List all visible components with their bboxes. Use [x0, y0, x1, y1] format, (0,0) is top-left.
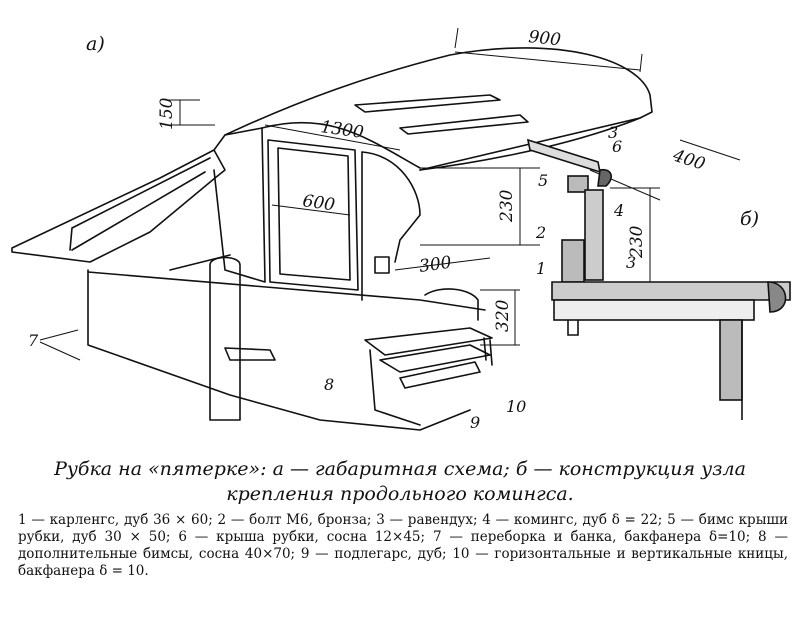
dim-230a: 230	[497, 189, 517, 223]
legend: 1 — карленгс, дуб 36 × 60; 2 — болт М6, …	[18, 512, 788, 580]
callout-8: 8	[324, 375, 334, 394]
callout-5: 5	[538, 171, 548, 190]
cabin-diagram: а) б) 900 150 1300 600 230 300 320 400 2…	[11, 27, 791, 432]
lower-beams	[364, 327, 493, 356]
legend-item: 2 — болт М6, бронза;	[217, 512, 372, 528]
panel-b-label: б)	[740, 208, 759, 230]
dim-320: 320	[493, 299, 513, 332]
dim-1300: 1300	[319, 117, 365, 143]
legend-item: 1 — карленгс, дуб 36 × 60;	[18, 512, 213, 528]
roof-beam	[567, 175, 589, 193]
dim-900: 900	[527, 27, 562, 50]
cabin-roof	[224, 47, 653, 171]
hull-side	[87, 269, 471, 431]
callout-3-top: 3	[608, 123, 618, 142]
roof-batten	[526, 138, 602, 174]
callout-7: 7	[28, 331, 39, 350]
callout-2: 2	[535, 223, 546, 242]
callout-6: 6	[612, 137, 622, 156]
post	[209, 256, 241, 421]
caption-line-2: крепления продольного комингса.	[226, 483, 574, 505]
legend-item: 8 — дополнительные бимсы, сосна 40×70;	[18, 529, 788, 562]
legend-item: 7 — переборка и банка, бакфанера δ=10;	[432, 529, 751, 545]
carlins	[561, 239, 585, 283]
dim-400: 400	[670, 145, 708, 174]
caption-line-1: Рубка на «пятерке»: а — габаритная схема…	[54, 458, 746, 480]
legend-item: 9 — подлегарс, дуб;	[300, 546, 447, 562]
dim-150: 150	[157, 97, 177, 130]
front-bulkhead	[213, 127, 266, 283]
door-frame	[267, 139, 359, 291]
legend-item: 5 — бимс крыши рубки, дуб 30 × 50;	[18, 512, 788, 545]
callout-3-bottom: 3	[626, 253, 636, 272]
callout-10: 10	[506, 397, 526, 416]
dim-300: 300	[418, 253, 453, 277]
dim-600: 600	[301, 191, 336, 215]
callout-1: 1	[536, 259, 546, 278]
coaming	[584, 189, 604, 281]
callout-4: 4	[613, 201, 624, 220]
panel-a-label: а)	[86, 33, 105, 55]
legend-item: 3 — равендух;	[376, 512, 478, 528]
dim-230b: 230	[627, 225, 647, 259]
legend-item: 4 — комингс, дуб δ = 22;	[482, 512, 663, 528]
callout-9: 9	[470, 413, 480, 432]
legend-item: 6 — крыша рубки, сосна 12×45;	[178, 529, 426, 545]
legend-item: 10 — горизонтальные и вертикальные кницы…	[18, 546, 789, 579]
cabin-side	[361, 151, 421, 263]
